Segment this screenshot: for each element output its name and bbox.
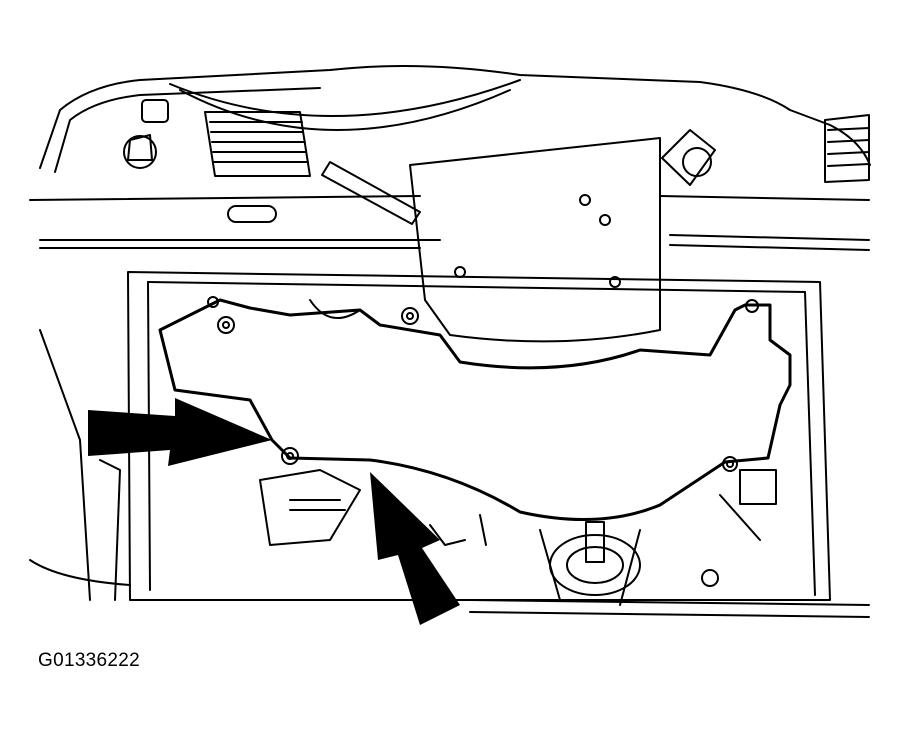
stalk-lever bbox=[321, 161, 421, 225]
ignition-cylinder bbox=[661, 129, 716, 186]
right-air-vent bbox=[824, 114, 870, 183]
mounting-screws bbox=[207, 296, 759, 587]
indicator-arrow-right bbox=[370, 472, 460, 625]
lower-hardware bbox=[29, 299, 777, 601]
left-air-vent bbox=[204, 111, 311, 177]
headlamp-switch bbox=[123, 99, 169, 169]
figure-id-label: G01336222 bbox=[38, 650, 141, 671]
indicator-arrow-left bbox=[88, 398, 272, 466]
dashboard-upper-panel bbox=[29, 65, 871, 251]
column-trim-cover bbox=[158, 298, 792, 521]
steering-column-shroud bbox=[409, 137, 661, 343]
steering-shaft bbox=[469, 521, 870, 618]
hood-release-handle bbox=[227, 205, 277, 223]
